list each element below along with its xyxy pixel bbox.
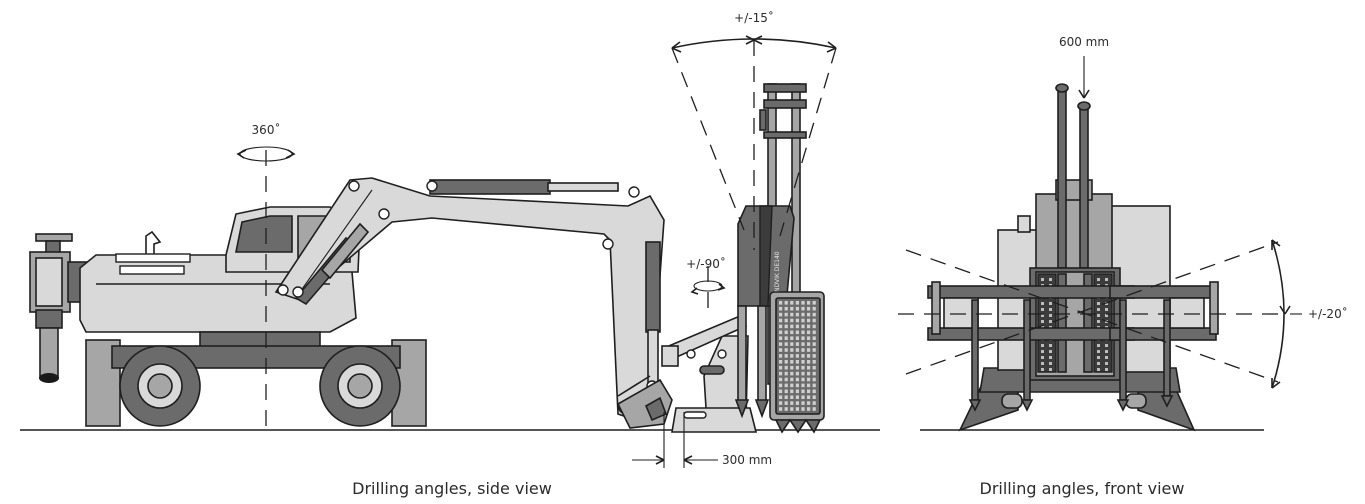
caption-front-view: Drilling angles, front view	[980, 479, 1185, 498]
tilt-indicator-15: +/-15˚	[671, 10, 837, 250]
spacing-dimension-600mm: 600 mm	[1059, 35, 1109, 99]
label-tilt-15: +/-15˚	[734, 10, 774, 25]
rotation-axis-360: 360˚	[236, 122, 296, 432]
front-side-arms	[927, 281, 1219, 412]
label-angle-20: +/-20˚	[1308, 306, 1348, 321]
front-wheel	[319, 345, 401, 427]
angle-indicator-20: +/-20˚	[1271, 239, 1348, 389]
rod-magazine	[769, 291, 825, 434]
label-spacing-600mm: 600 mm	[1059, 35, 1109, 49]
offset-dimension-300mm: 300 mm	[632, 412, 772, 468]
mast-brand-text: SANDVIK DE140	[774, 251, 781, 300]
engine-grille	[115, 253, 191, 275]
label-head-rotation-90: +/-90˚	[686, 256, 726, 271]
drilling-rig: SANDVIK DE140	[661, 83, 825, 434]
side-view: SANDVIK DE140 360˚	[20, 10, 880, 498]
rear-wheel	[119, 345, 201, 427]
excavator	[29, 177, 673, 429]
label-360: 360˚	[252, 122, 281, 137]
caption-side-view: Drilling angles, side view	[352, 479, 552, 498]
front-view: +/-20˚ 600 mm Drilling angles, front vie…	[898, 35, 1348, 498]
label-offset-300mm: 300 mm	[722, 453, 772, 467]
front-angle-lines	[898, 241, 1279, 383]
